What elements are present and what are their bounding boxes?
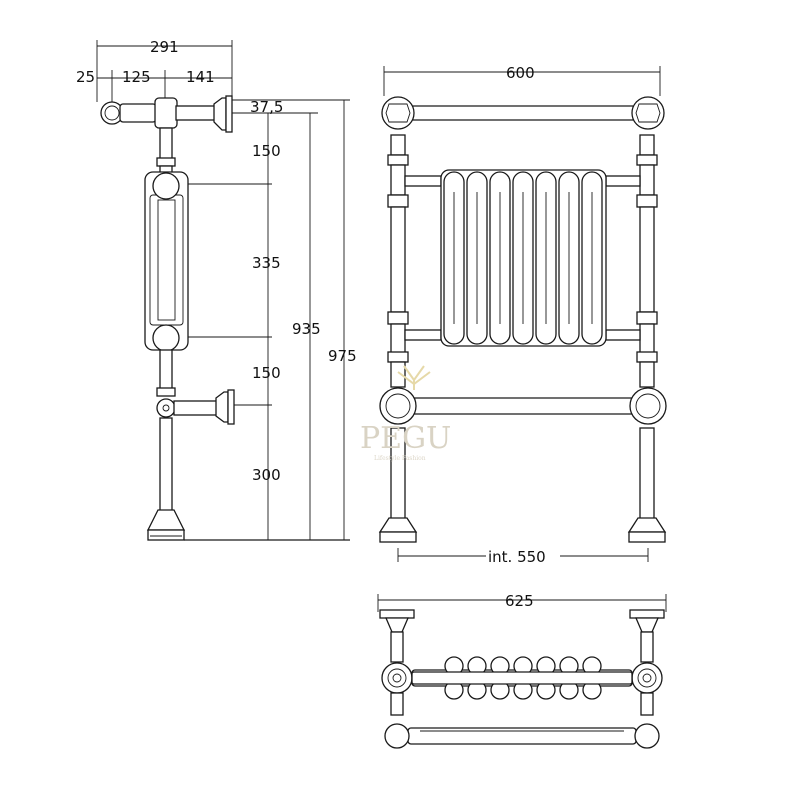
- front-bottom-rail: [409, 397, 637, 415]
- dim-side-valve-depth: 141: [186, 68, 215, 86]
- dim-side-height-total: 975: [328, 347, 357, 365]
- dim-side-wall-offset: 25: [76, 68, 95, 86]
- dim-side-seg-top: 150: [252, 142, 281, 160]
- dim-side-top-gap: 37,5: [250, 98, 283, 116]
- side-valve-joint: [156, 398, 176, 418]
- dim-side-seg-bottom: 300: [252, 466, 281, 484]
- front-bottom-right-knob: [629, 387, 667, 425]
- side-top-joint: [154, 97, 178, 129]
- front-right-foot: [627, 517, 667, 533]
- watermark-brand: PEGU: [360, 421, 451, 456]
- top-radiator-sections: [411, 656, 633, 700]
- top-right-wall-plate: [629, 609, 665, 619]
- front-bottom-left-knob: [379, 387, 417, 425]
- top-towel-rail: [407, 727, 637, 745]
- dim-front-internal-width: int. 550: [488, 548, 546, 566]
- front-top-right-knob: [631, 96, 665, 130]
- dim-side-seg-panel: 335: [252, 254, 281, 272]
- top-rail-right-end: [634, 723, 660, 749]
- top-rail-left-end: [384, 723, 410, 749]
- dim-top-width: 625: [505, 592, 534, 610]
- dim-side-total-depth: 291: [150, 38, 179, 56]
- dim-front-width: 600: [506, 64, 535, 82]
- side-lower-ball: [152, 324, 180, 352]
- dim-side-mid-depth: 125: [122, 68, 151, 86]
- watermark-tagline: Lifestyle Fashion: [374, 455, 426, 462]
- front-left-foot: [378, 517, 418, 533]
- front-radiator: [440, 169, 607, 347]
- dim-side-height-inner: 935: [292, 320, 321, 338]
- side-foot: [146, 509, 186, 531]
- top-view: 625: [377, 592, 667, 749]
- dim-side-seg-lower: 150: [252, 364, 281, 382]
- top-left-wall-plate: [379, 609, 415, 619]
- side-view: 291 25 125 141 37,5: [76, 38, 357, 541]
- top-right-valve: [631, 662, 663, 694]
- pegu-watermark: PEGU Lifestyle Fashion: [360, 365, 451, 462]
- front-top-left-knob: [381, 96, 415, 130]
- front-top-rail: [409, 105, 637, 121]
- front-view: 600: [360, 64, 667, 566]
- top-left-valve: [381, 662, 413, 694]
- side-valve: [215, 391, 229, 423]
